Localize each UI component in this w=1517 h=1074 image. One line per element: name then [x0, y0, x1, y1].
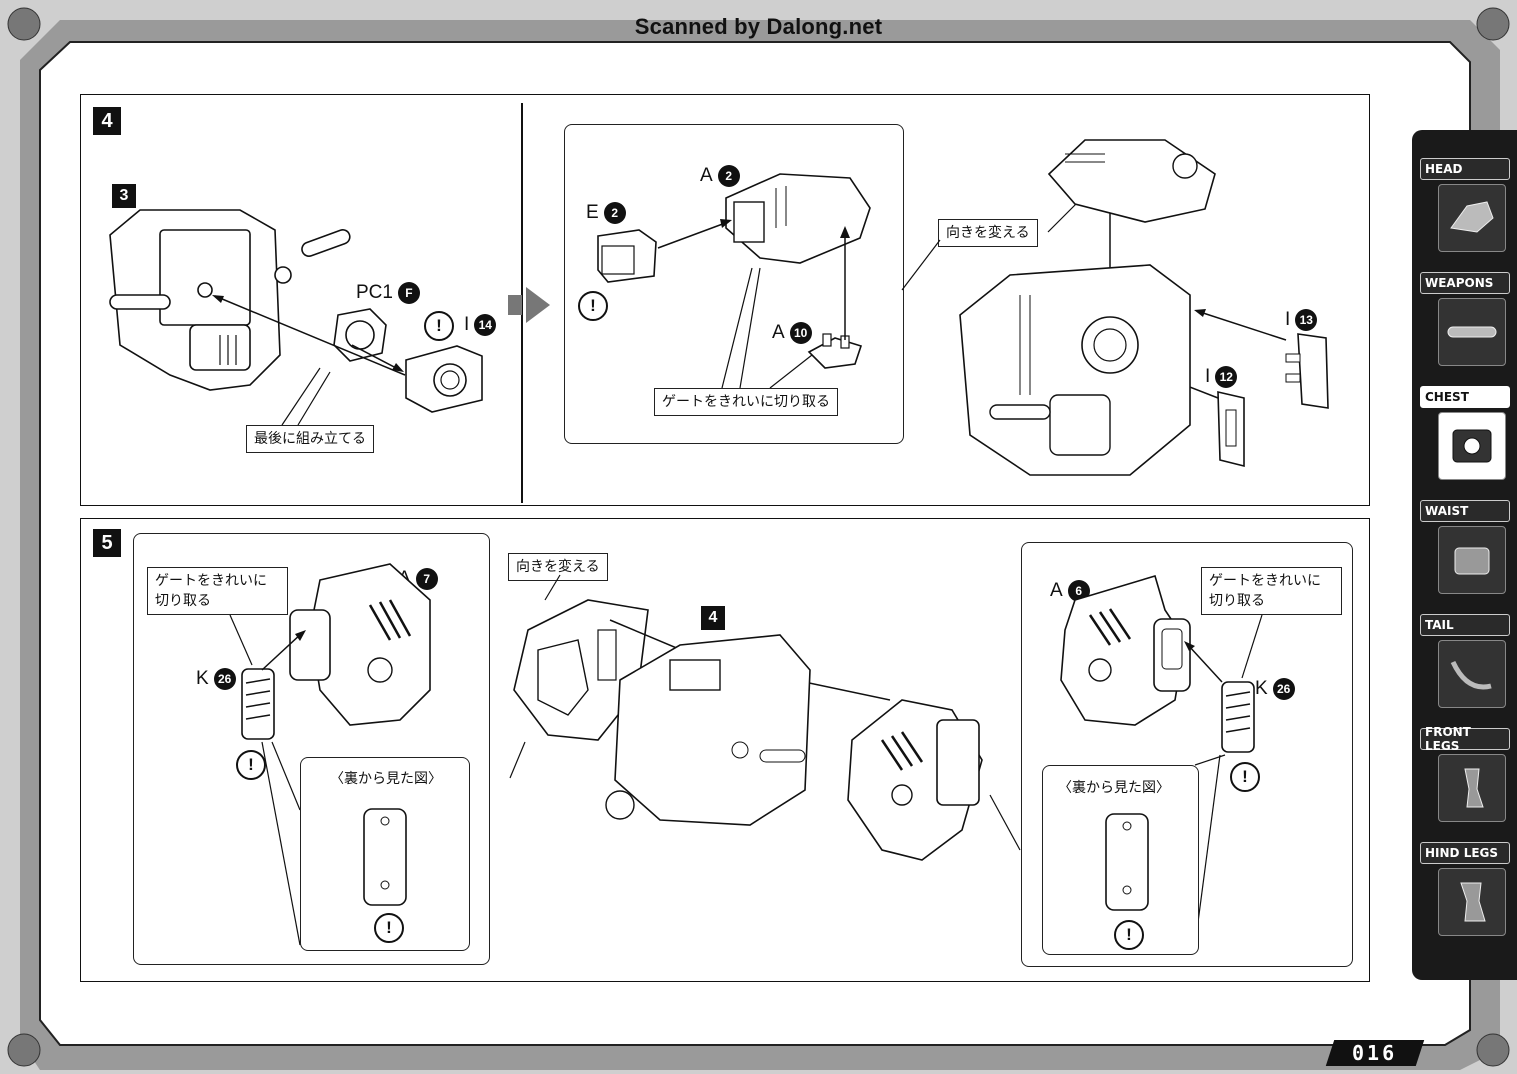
- k26-letter: K: [196, 668, 209, 689]
- i13-part-drawing: [1285, 333, 1329, 409]
- a10-number: 10: [789, 322, 812, 344]
- callout-cut-gate-left: ゲートをきれいに切り取る: [147, 567, 288, 615]
- warning-icon: !: [578, 291, 608, 321]
- callout-change-orientation-5: 向きを変える: [508, 553, 608, 581]
- e2-part-label: E 2: [586, 202, 626, 224]
- left-armor-drawing: [513, 599, 649, 741]
- e2-part-drawing: [597, 229, 657, 283]
- i13-number: 13: [1295, 309, 1318, 331]
- hind-legs-icon: [1438, 868, 1506, 936]
- tab-chest-label: CHEST: [1420, 386, 1510, 408]
- right-armor-drawing: [847, 699, 983, 861]
- k26r-part-label: K 26: [1255, 678, 1295, 700]
- a10-letter: A: [772, 322, 785, 343]
- a6-part-drawing: [1060, 575, 1186, 726]
- callout-assemble-last: 最後に組み立てる: [246, 425, 374, 453]
- i12-part-drawing: [1217, 390, 1245, 468]
- warning-icon: !: [424, 311, 454, 341]
- step4-inset-arrows: [657, 219, 850, 389]
- i14-part-drawing: [405, 345, 483, 413]
- head-plate-drawing: [1047, 139, 1216, 223]
- i12-letter: I: [1205, 366, 1211, 387]
- cannon-icon: [1438, 298, 1506, 366]
- step5-left-lines: [229, 614, 306, 946]
- warning-icon: !: [1114, 920, 1144, 950]
- k26-part-label: K 26: [196, 668, 236, 690]
- tab-hind-legs-label: HIND LEGS: [1420, 842, 1510, 864]
- callout-change-orientation: 向きを変える: [938, 219, 1038, 247]
- e2-number: 2: [603, 202, 626, 224]
- pc1-cap-drawing: [333, 308, 387, 362]
- tab-waist[interactable]: WAIST: [1420, 500, 1510, 594]
- waist-icon: [1438, 526, 1506, 594]
- tab-front-legs-label: FRONT LEGS: [1420, 725, 1510, 753]
- back-view-plate-right: [1105, 813, 1149, 911]
- chest-icon: [1438, 412, 1506, 480]
- tab-hind-legs[interactable]: HIND LEGS: [1420, 842, 1510, 936]
- front-legs-icon: [1438, 754, 1506, 822]
- i13-part-label: I 13: [1285, 309, 1318, 331]
- back-view-label-left: 〈裏から見た図〉: [330, 771, 442, 787]
- tab-chest[interactable]: CHEST: [1420, 386, 1510, 480]
- tab-tail-label: TAIL: [1420, 614, 1510, 636]
- tab-head-label: HEAD: [1420, 158, 1510, 180]
- e2-letter: E: [586, 202, 599, 223]
- k26-number: 26: [213, 668, 236, 690]
- step5-sub-number: 4: [701, 606, 725, 630]
- a2-part-drawing: [725, 173, 871, 264]
- tab-head[interactable]: HEAD: [1420, 158, 1510, 252]
- a2-part-label: A 2: [700, 165, 740, 187]
- tab-waist-label: WAIST: [1420, 500, 1510, 522]
- i12-part-label: I 12: [1205, 366, 1238, 388]
- warning-icon: !: [236, 750, 266, 780]
- step5-right-lines: [1184, 614, 1263, 946]
- page-number-text: 016: [1352, 1041, 1398, 1065]
- next-step-arrow-icon: [508, 287, 550, 323]
- i14-number: 14: [474, 314, 497, 336]
- k26r-letter: K: [1255, 678, 1268, 699]
- dragon-head-icon: [1438, 184, 1506, 252]
- step4-number: 4: [93, 107, 121, 135]
- k26r-number: 26: [1272, 678, 1295, 700]
- callout-cut-gate: ゲートをきれいに切り取る: [654, 388, 838, 416]
- a7-part-drawing: [289, 563, 431, 726]
- a2-letter: A: [700, 165, 713, 186]
- tab-weapons-label: WEAPONS: [1420, 272, 1510, 294]
- pc1-part-label: PC1 F: [356, 282, 420, 304]
- page-number: 016: [1325, 1040, 1425, 1066]
- section-tabs: HEAD WEAPONS CHEST WAIST TAIL FRONT LEGS: [1412, 130, 1517, 980]
- step5-number: 5: [93, 529, 121, 557]
- i14-letter: I: [464, 314, 470, 335]
- i12-number: 12: [1215, 366, 1238, 388]
- chest-main-drawing: [959, 264, 1191, 476]
- step4-sub-number: 3: [112, 184, 136, 208]
- warning-icon: !: [1230, 762, 1260, 792]
- a2-number: 2: [717, 165, 740, 187]
- a10-part-label: A 10: [772, 322, 812, 344]
- pc1-code: F: [397, 282, 420, 304]
- right-plate-part-drawing: [1153, 618, 1191, 692]
- k26r-part-drawing: [1221, 681, 1255, 753]
- pc1-text: PC1: [356, 282, 393, 303]
- a6-letter: A: [1050, 580, 1063, 601]
- back-view-label-right: 〈裏から見た図〉: [1058, 780, 1170, 796]
- chest-assembly-center-drawing: [605, 634, 811, 826]
- a10-part-drawing: [807, 333, 863, 369]
- warning-icon: !: [374, 913, 404, 943]
- tab-front-legs[interactable]: FRONT LEGS: [1420, 725, 1510, 822]
- i13-letter: I: [1285, 309, 1291, 330]
- tab-weapons[interactable]: WEAPONS: [1420, 272, 1510, 366]
- i14-part-label: I 14: [464, 314, 497, 336]
- step4-left-arrows: [212, 295, 406, 426]
- callout-cut-gate-right: ゲートをきれいに切り取る: [1201, 567, 1342, 615]
- back-view-plate-left: [363, 808, 407, 906]
- watermark: Scanned by Dalong.net: [634, 14, 883, 39]
- tail-icon: [1438, 640, 1506, 708]
- a7-number: 7: [415, 568, 438, 590]
- tab-tail[interactable]: TAIL: [1420, 614, 1510, 708]
- k26-part-drawing: [241, 668, 275, 740]
